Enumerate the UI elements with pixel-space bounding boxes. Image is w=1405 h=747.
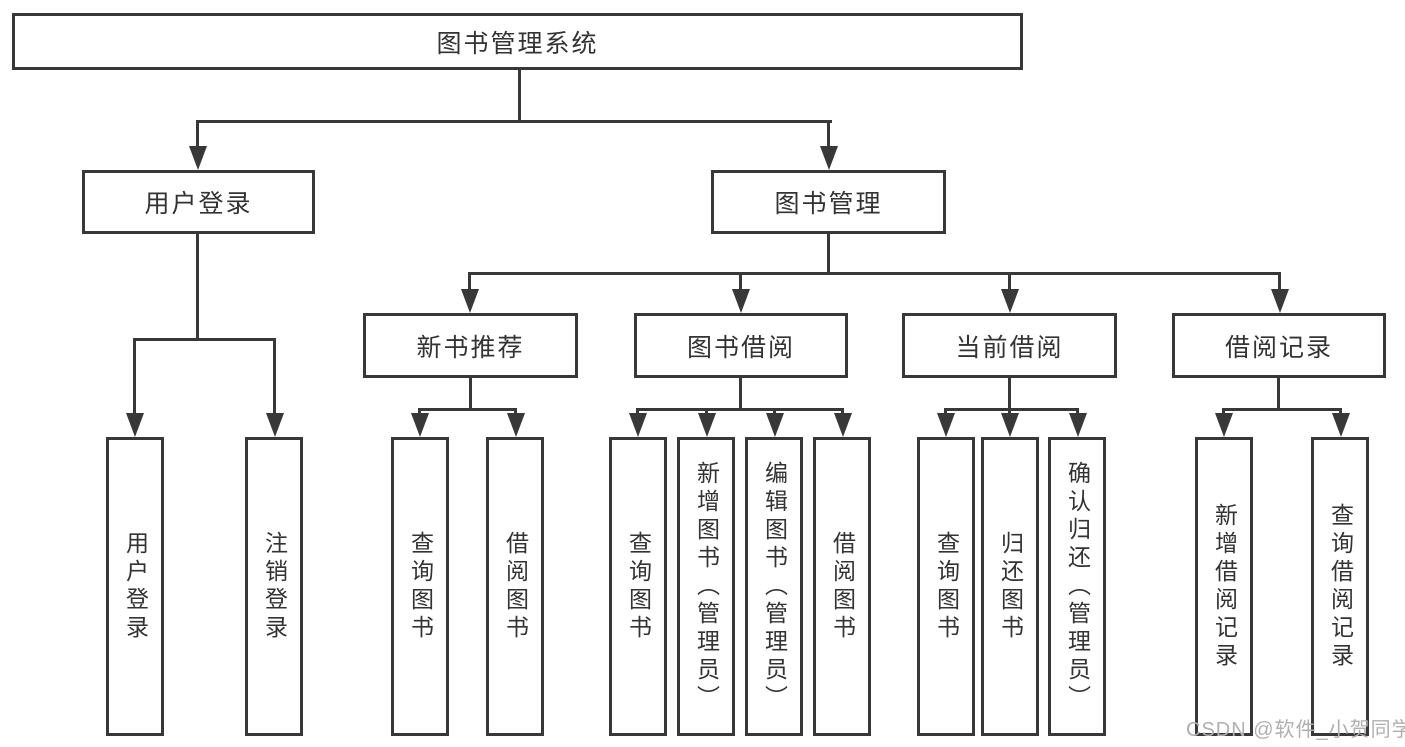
arrow-down-icon	[629, 413, 647, 437]
arrow-down-icon	[1271, 289, 1289, 313]
connector-line	[944, 408, 1079, 411]
csdn-watermark: CSDN @软件_小贺同学	[1186, 719, 1405, 741]
connector-line	[469, 378, 472, 411]
connector-line	[468, 272, 471, 292]
arrow-down-icon	[507, 413, 525, 437]
connector-line	[1008, 272, 1011, 292]
connector-line	[273, 338, 276, 416]
arrow-down-icon	[266, 413, 284, 437]
leaf-edit-book-admin: 编辑图书（管理员）	[745, 437, 803, 736]
arrow-down-icon	[411, 413, 429, 437]
leaf-user-login: 用户登录	[106, 437, 164, 736]
leaf-borrow-book-borrowing: 借阅图书	[813, 437, 871, 736]
connector-line	[739, 272, 742, 292]
leaf-add-book-admin: 新增图书（管理员）	[677, 437, 735, 736]
leaf-confirm-return-admin: 确认归还（管理员）	[1048, 437, 1106, 736]
leaf-query-book-borrowing: 查询图书	[609, 437, 667, 736]
node-user-login: 用户登录	[82, 170, 315, 234]
connector-line	[468, 272, 1281, 275]
arrow-down-icon	[820, 146, 838, 170]
arrow-down-icon	[766, 413, 784, 437]
node-book-borrowing: 图书借阅	[634, 313, 848, 378]
arrow-down-icon	[1332, 413, 1350, 437]
arrow-down-icon	[732, 289, 750, 313]
connector-line	[196, 120, 199, 150]
connector-line	[739, 378, 742, 411]
leaf-query-book-recommend: 查询图书	[391, 437, 449, 736]
node-borrowing-records: 借阅记录	[1172, 313, 1386, 378]
arrow-down-icon	[937, 413, 955, 437]
connector-line	[1278, 272, 1281, 292]
leaf-return-book: 归还图书	[981, 437, 1039, 736]
node-new-book-recommend: 新书推荐	[363, 313, 578, 378]
connector-line	[196, 120, 832, 123]
arrow-down-icon	[698, 413, 716, 437]
arrow-down-icon	[834, 413, 852, 437]
connector-line	[133, 338, 276, 341]
connector-line	[1222, 408, 1342, 411]
arrow-down-icon	[126, 413, 144, 437]
leaf-query-book-current: 查询图书	[917, 437, 975, 736]
arrow-down-icon	[1069, 413, 1087, 437]
node-book-management: 图书管理	[711, 170, 946, 234]
node-root: 图书管理系统	[12, 13, 1023, 70]
connector-line	[196, 234, 199, 341]
connector-line	[636, 408, 844, 411]
leaf-logout: 注销登录	[245, 437, 303, 736]
connector-line	[1277, 378, 1280, 411]
leaf-query-borrow-record: 查询借阅记录	[1311, 437, 1369, 736]
node-current-borrowing: 当前借阅	[902, 313, 1117, 378]
connector-line	[827, 120, 830, 150]
arrow-down-icon	[1001, 289, 1019, 313]
arrow-down-icon	[189, 146, 207, 170]
arrow-down-icon	[1001, 413, 1019, 437]
connector-line	[1008, 378, 1011, 411]
connector-line	[827, 234, 830, 275]
arrow-down-icon	[1215, 413, 1233, 437]
arrow-down-icon	[461, 289, 479, 313]
leaf-add-borrow-record: 新增借阅记录	[1195, 437, 1253, 736]
connector-line	[518, 70, 521, 123]
leaf-borrow-book-recommend: 借阅图书	[486, 437, 544, 736]
connector-line	[418, 408, 517, 411]
connector-line	[133, 338, 136, 416]
